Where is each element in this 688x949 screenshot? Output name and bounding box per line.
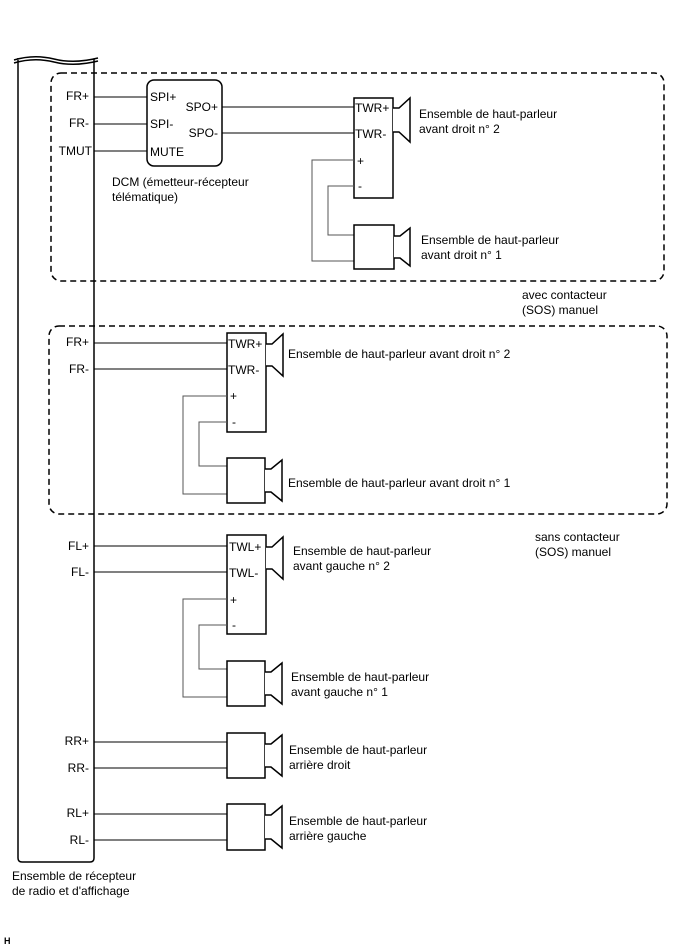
radio-label-line2: de radio et d'affichage (12, 884, 130, 898)
sos-section-label-line1: avec contacteur (522, 288, 607, 302)
radio-pin-tmut: TMUT (59, 144, 93, 158)
footer-mark: H (4, 936, 11, 946)
radio-pin-rr-plus: RR+ (65, 734, 89, 748)
nosos-section-border (48, 325, 668, 515)
sos-spk2-label-line1: Ensemble de haut-parleur (419, 107, 557, 121)
radio-receiver: Ensemble de récepteur de radio et d'affi… (12, 56, 136, 898)
radio-pin-fr-plus: FR+ (66, 335, 89, 349)
tweeter-pin-twr-plus: TWR+ (355, 101, 389, 115)
dcm-label-line1: DCM (émetteur-récepteur (112, 175, 249, 189)
radio-pin-fr-minus: FR- (69, 362, 89, 376)
speaker-cone-icon (265, 804, 283, 850)
sos-section-border (50, 72, 665, 282)
fl-tweeter-box: TWL+ TWL- + - (226, 534, 267, 635)
fl-spk1-label-line1: Ensemble de haut-parleur (291, 670, 429, 684)
rl-label-line1: Ensemble de haut-parleur (289, 814, 427, 828)
radio-pin-fr-plus: FR+ (66, 89, 89, 103)
rr-label-line2: arrière droit (289, 758, 351, 772)
nosos-spk1-label: Ensemble de haut-parleur avant droit n° … (288, 476, 511, 490)
nosos-section-label-line2: (SOS) manuel (535, 545, 611, 559)
dcm-pin-spo-plus: SPO+ (186, 100, 218, 114)
dcm-pin-spi-plus: SPI+ (150, 90, 176, 104)
nosos-woofer-box (226, 457, 266, 504)
radio-pin-rl-plus: RL+ (67, 806, 89, 820)
fl-spk2-label-line1: Ensemble de haut-parleur (293, 544, 431, 558)
sos-woofer-box (353, 224, 395, 270)
rl-speaker-box (226, 803, 266, 851)
tweeter-pin-twl-minus: TWL- (229, 566, 258, 580)
tweeter-pin-twr-minus: TWR- (355, 127, 386, 141)
wire (182, 598, 227, 698)
nosos-tweeter-box: TWR+ TWR- + - (226, 332, 267, 433)
fl-spk1-label-line2: avant gauche n° 1 (291, 685, 388, 699)
tweeter-pin-twr-minus: TWR- (228, 363, 259, 377)
dcm-module: SPI+ SPI- MUTE SPO+ SPO- (146, 79, 223, 167)
speaker-cone-icon (265, 661, 283, 706)
sos-tweeter-box: TWR+ TWR- + - (353, 97, 394, 199)
tweeter-pin-twl-plus: TWL+ (229, 540, 261, 554)
radio-pin-fl-plus: FL+ (68, 539, 89, 553)
sos-spk1-label-line2: avant droit n° 1 (421, 248, 502, 262)
radio-pin-rl-minus: RL- (70, 833, 89, 847)
radio-pin-fr-minus: FR- (69, 116, 89, 130)
fl-woofer-box (226, 660, 266, 707)
speaker-cone-icon (393, 96, 411, 144)
dcm-label-line2: télématique) (112, 190, 178, 204)
nosos-spk2-label: Ensemble de haut-parleur avant droit n° … (288, 347, 511, 361)
rr-speaker-box (226, 732, 266, 779)
sos-section-label-line2: (SOS) manuel (522, 303, 598, 317)
speaker-cone-icon (266, 535, 284, 581)
speaker-cone-icon (394, 226, 411, 268)
wire (198, 624, 227, 670)
dcm-pin-spi-minus: SPI- (150, 117, 173, 131)
tweeter-pin-minus: - (232, 618, 236, 632)
tweeter-pin-plus: + (230, 593, 237, 607)
fl-spk2-label-line2: avant gauche n° 2 (293, 559, 390, 573)
radio-pin-fl-minus: FL- (71, 565, 89, 579)
wire (198, 421, 227, 467)
wire (182, 395, 227, 495)
tweeter-pin-plus: + (230, 389, 237, 403)
sos-spk2-label-line2: avant droit n° 2 (419, 122, 500, 136)
speaker-cone-icon (265, 733, 283, 778)
radio-label-line1: Ensemble de récepteur (12, 869, 136, 883)
wire (327, 185, 354, 236)
rl-label-line2: arrière gauche (289, 829, 367, 843)
rr-label-line1: Ensemble de haut-parleur (289, 743, 427, 757)
dcm-pin-mute: MUTE (150, 145, 184, 159)
speaker-cone-icon (265, 458, 283, 503)
tweeter-pin-twr-plus: TWR+ (228, 337, 262, 351)
speaker-cone-icon (266, 332, 284, 378)
radio-pin-rr-minus: RR- (68, 761, 89, 775)
sos-spk1-label-line1: Ensemble de haut-parleur (421, 233, 559, 247)
dcm-pin-spo-minus: SPO- (189, 126, 218, 140)
nosos-section-label-line1: sans contacteur (535, 530, 620, 544)
tweeter-pin-minus: - (232, 415, 236, 429)
wire (311, 159, 354, 262)
tweeter-pin-minus: - (358, 179, 362, 193)
tweeter-pin-plus: + (357, 154, 364, 168)
